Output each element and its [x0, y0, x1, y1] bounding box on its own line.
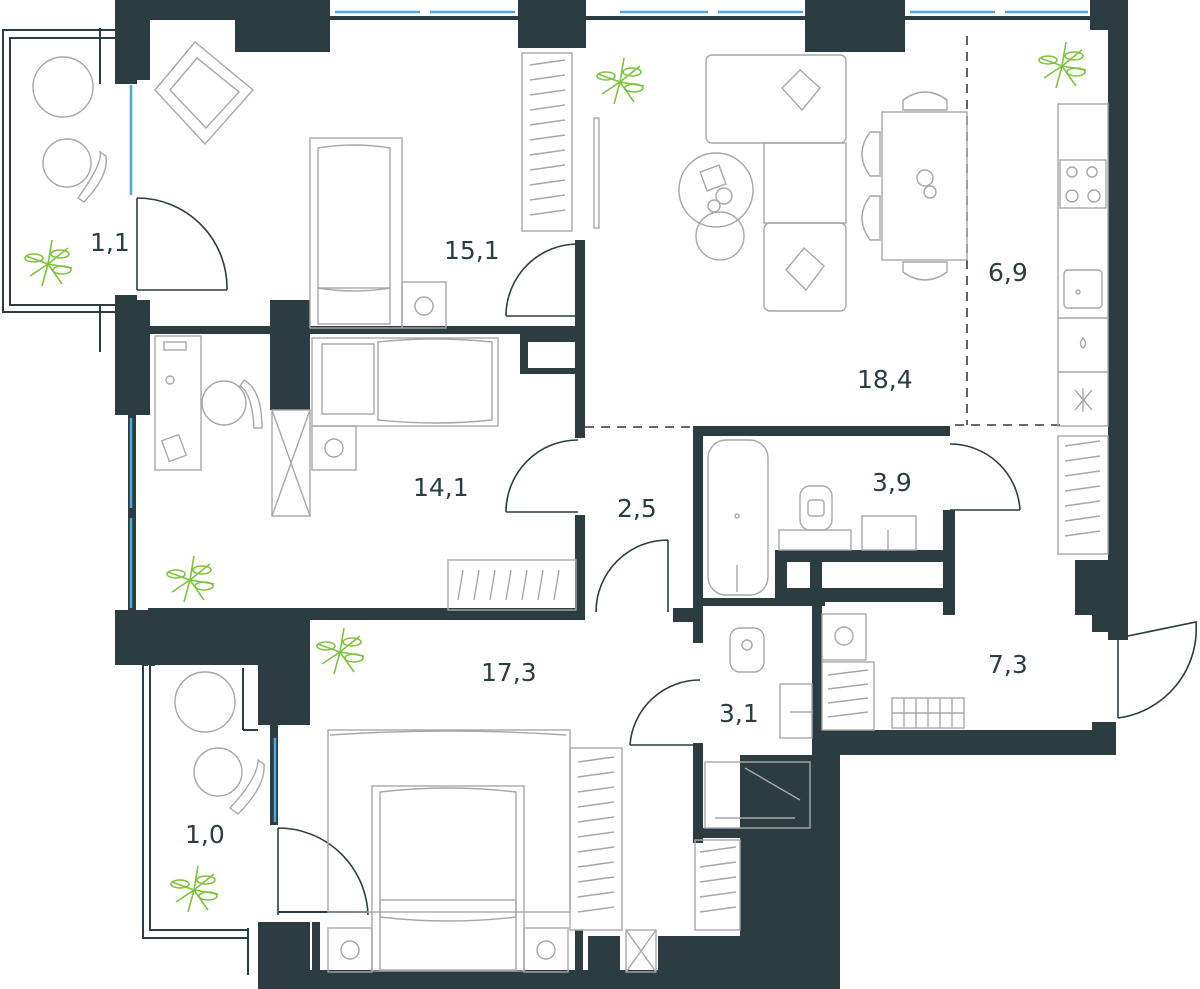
walls	[115, 0, 1128, 989]
wardrobe-hangers-corridor	[699, 846, 737, 913]
area-study-room: 14,1	[413, 473, 469, 502]
plants	[24, 41, 1087, 913]
wardrobe-hangers-study	[457, 569, 560, 601]
plant-icon	[316, 627, 365, 675]
doors	[136, 197, 1198, 916]
area-bedroom-top: 15,1	[444, 236, 500, 265]
area-wc: 3,1	[719, 699, 759, 728]
balcony-railings	[2, 28, 368, 975]
area-balcony-top: 1,1	[90, 228, 130, 257]
area-bathroom: 3,9	[872, 468, 912, 497]
plant-icon	[1038, 41, 1087, 89]
area-living-room: 18,4	[857, 365, 913, 394]
wardrobe-hangers-top	[529, 59, 566, 216]
furniture	[32, 41, 1109, 973]
wardrobe-hangers-master	[577, 756, 615, 913]
area-entrance-hall: 7,3	[988, 650, 1028, 679]
plant-icon	[166, 555, 215, 603]
plant-icon	[170, 865, 219, 913]
area-labels: 1,1 15,1 18,4 6,9 14,1 2,5 3,9 17,3 3,1 …	[90, 228, 1028, 849]
area-balcony-bottom: 1,0	[185, 820, 225, 849]
wardrobe-hangers-hall	[827, 669, 869, 718]
area-kitchen: 6,9	[988, 258, 1028, 287]
plant-icon	[24, 239, 73, 287]
area-hallway: 2,5	[617, 494, 657, 523]
zone-dividers	[585, 36, 1060, 428]
wardrobe-hangers-kitchen	[1064, 440, 1101, 537]
area-master-bedroom: 17,3	[481, 658, 537, 687]
plant-icon	[596, 57, 645, 105]
